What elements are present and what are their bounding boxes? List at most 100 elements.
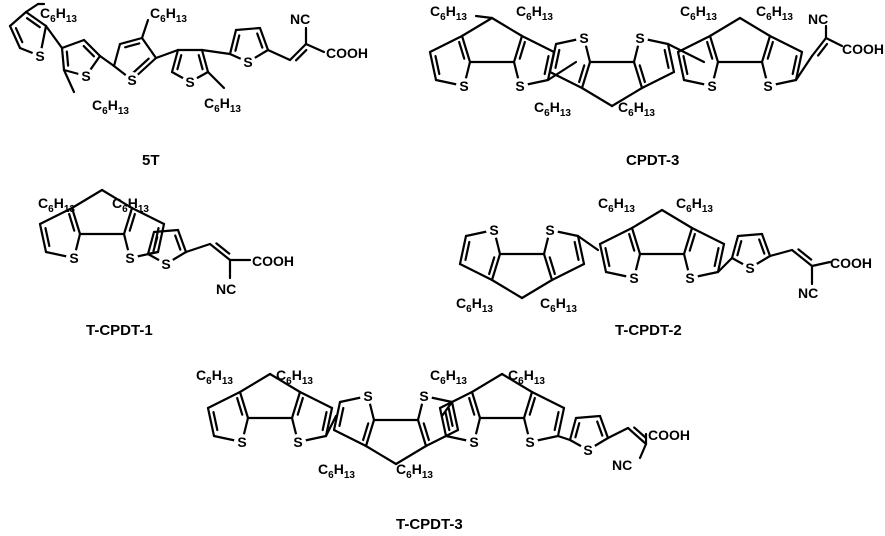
bond bbox=[730, 234, 740, 260]
hexyl-5t-1: C6H13 bbox=[40, 5, 77, 25]
bond bbox=[666, 42, 706, 64]
bond bbox=[640, 70, 676, 90]
bond bbox=[24, 10, 48, 28]
double-bond bbox=[766, 40, 774, 60]
double-bond bbox=[128, 212, 136, 232]
hexyl-cpdt3-3: C6H13 bbox=[534, 99, 571, 119]
double-bond bbox=[434, 54, 441, 76]
tcpdt3-b-sulfur-left: S bbox=[363, 388, 372, 404]
bond bbox=[768, 34, 804, 54]
tcpdt2-a-sulfur-right: S bbox=[545, 222, 554, 238]
double-bond bbox=[816, 42, 829, 57]
double-bond bbox=[338, 406, 345, 428]
bond bbox=[112, 42, 122, 68]
atom-mask bbox=[122, 250, 138, 266]
double-bond bbox=[663, 48, 670, 70]
bond bbox=[428, 34, 464, 54]
cpdt3-b-sulfur-left: S bbox=[579, 30, 588, 46]
tcpdt3-c-sulfur-right: S bbox=[525, 434, 534, 450]
double-bond bbox=[604, 246, 611, 268]
bond bbox=[626, 426, 648, 446]
cpdt3-c-sulfur-left: S bbox=[707, 78, 716, 94]
atom-mask bbox=[456, 78, 472, 94]
bond bbox=[632, 60, 644, 90]
bond bbox=[630, 226, 642, 256]
double-bond bbox=[596, 420, 604, 437]
atom-mask bbox=[182, 74, 198, 90]
caption-layer: 5T CPDT-3 T-CPDT-1 T-CPDT-2 T-CPDT-3 bbox=[86, 152, 682, 533]
tcpdt1-sulfur-t: S bbox=[161, 256, 170, 272]
5t-sulfur-4: S bbox=[185, 74, 194, 90]
bond bbox=[394, 444, 428, 466]
bond bbox=[490, 252, 502, 282]
double-bond bbox=[215, 242, 231, 255]
acid-tcpdt3: COOH bbox=[648, 427, 690, 443]
tcpdt1-a-sulfur-left: S bbox=[69, 250, 78, 266]
double-bond bbox=[65, 50, 70, 67]
hexyl-cpdt3-1: C6H13 bbox=[430, 3, 467, 23]
double-bond bbox=[25, 17, 41, 29]
double-bond bbox=[321, 410, 328, 432]
double-bond bbox=[736, 240, 743, 257]
bond bbox=[424, 428, 460, 448]
bond bbox=[708, 16, 742, 38]
double-bond bbox=[82, 44, 96, 58]
double-bond bbox=[236, 396, 244, 416]
bond bbox=[288, 42, 308, 62]
double-bond bbox=[422, 422, 430, 442]
atom-mask bbox=[512, 78, 528, 94]
cpdt3-b-sulfur-right: S bbox=[635, 30, 644, 46]
bond bbox=[708, 34, 720, 64]
bond bbox=[206, 406, 216, 438]
hexyl-cpdt3-4: C6H13 bbox=[618, 99, 655, 119]
bond bbox=[100, 188, 134, 210]
bond bbox=[238, 390, 250, 420]
bond bbox=[176, 228, 188, 254]
bond bbox=[660, 208, 694, 230]
atom-mask bbox=[632, 30, 648, 46]
bond bbox=[716, 256, 734, 274]
tcpdt3-c-sulfur-left: S bbox=[469, 434, 478, 450]
double-bond bbox=[362, 422, 370, 442]
bond bbox=[140, 18, 150, 40]
bond bbox=[38, 222, 48, 254]
bond bbox=[140, 36, 158, 60]
bond bbox=[682, 226, 694, 256]
tcpdt3-a-sulfur-right: S bbox=[293, 434, 302, 450]
bond bbox=[676, 50, 686, 82]
bond bbox=[60, 46, 66, 72]
hexyl-tcpdt2-1: C6H13 bbox=[456, 295, 493, 315]
hexyl-tcpdt2-3: C6H13 bbox=[598, 195, 635, 215]
atom-mask bbox=[682, 270, 698, 286]
bond bbox=[170, 48, 180, 74]
bond bbox=[738, 16, 772, 38]
bond bbox=[428, 50, 438, 82]
double-bond bbox=[543, 54, 550, 76]
cpdt3-a-sulfur-left: S bbox=[459, 78, 468, 94]
double-bond bbox=[132, 57, 150, 74]
double-bond bbox=[548, 256, 556, 276]
atom-mask bbox=[360, 388, 376, 404]
double-bond bbox=[554, 48, 561, 70]
atom-mask bbox=[78, 68, 94, 84]
bond bbox=[470, 372, 504, 394]
tcpdt3-a-sulfur-left: S bbox=[237, 434, 246, 450]
bond bbox=[184, 242, 212, 254]
double-bond bbox=[152, 236, 159, 253]
bond bbox=[8, 24, 22, 50]
bond bbox=[70, 188, 104, 210]
atom-mask bbox=[290, 434, 306, 450]
double-bond bbox=[176, 54, 183, 71]
double-bond bbox=[234, 34, 241, 52]
hexyl-tcpdt2-4: C6H13 bbox=[676, 195, 713, 215]
atom-mask bbox=[760, 78, 776, 94]
double-bond bbox=[256, 32, 264, 49]
bond bbox=[98, 54, 116, 68]
bond bbox=[598, 414, 610, 440]
bond bbox=[290, 390, 302, 420]
acid-tcpdt1: COOH bbox=[252, 253, 294, 269]
atom-mask bbox=[542, 222, 558, 238]
bond bbox=[266, 48, 292, 62]
bond bbox=[576, 234, 586, 266]
